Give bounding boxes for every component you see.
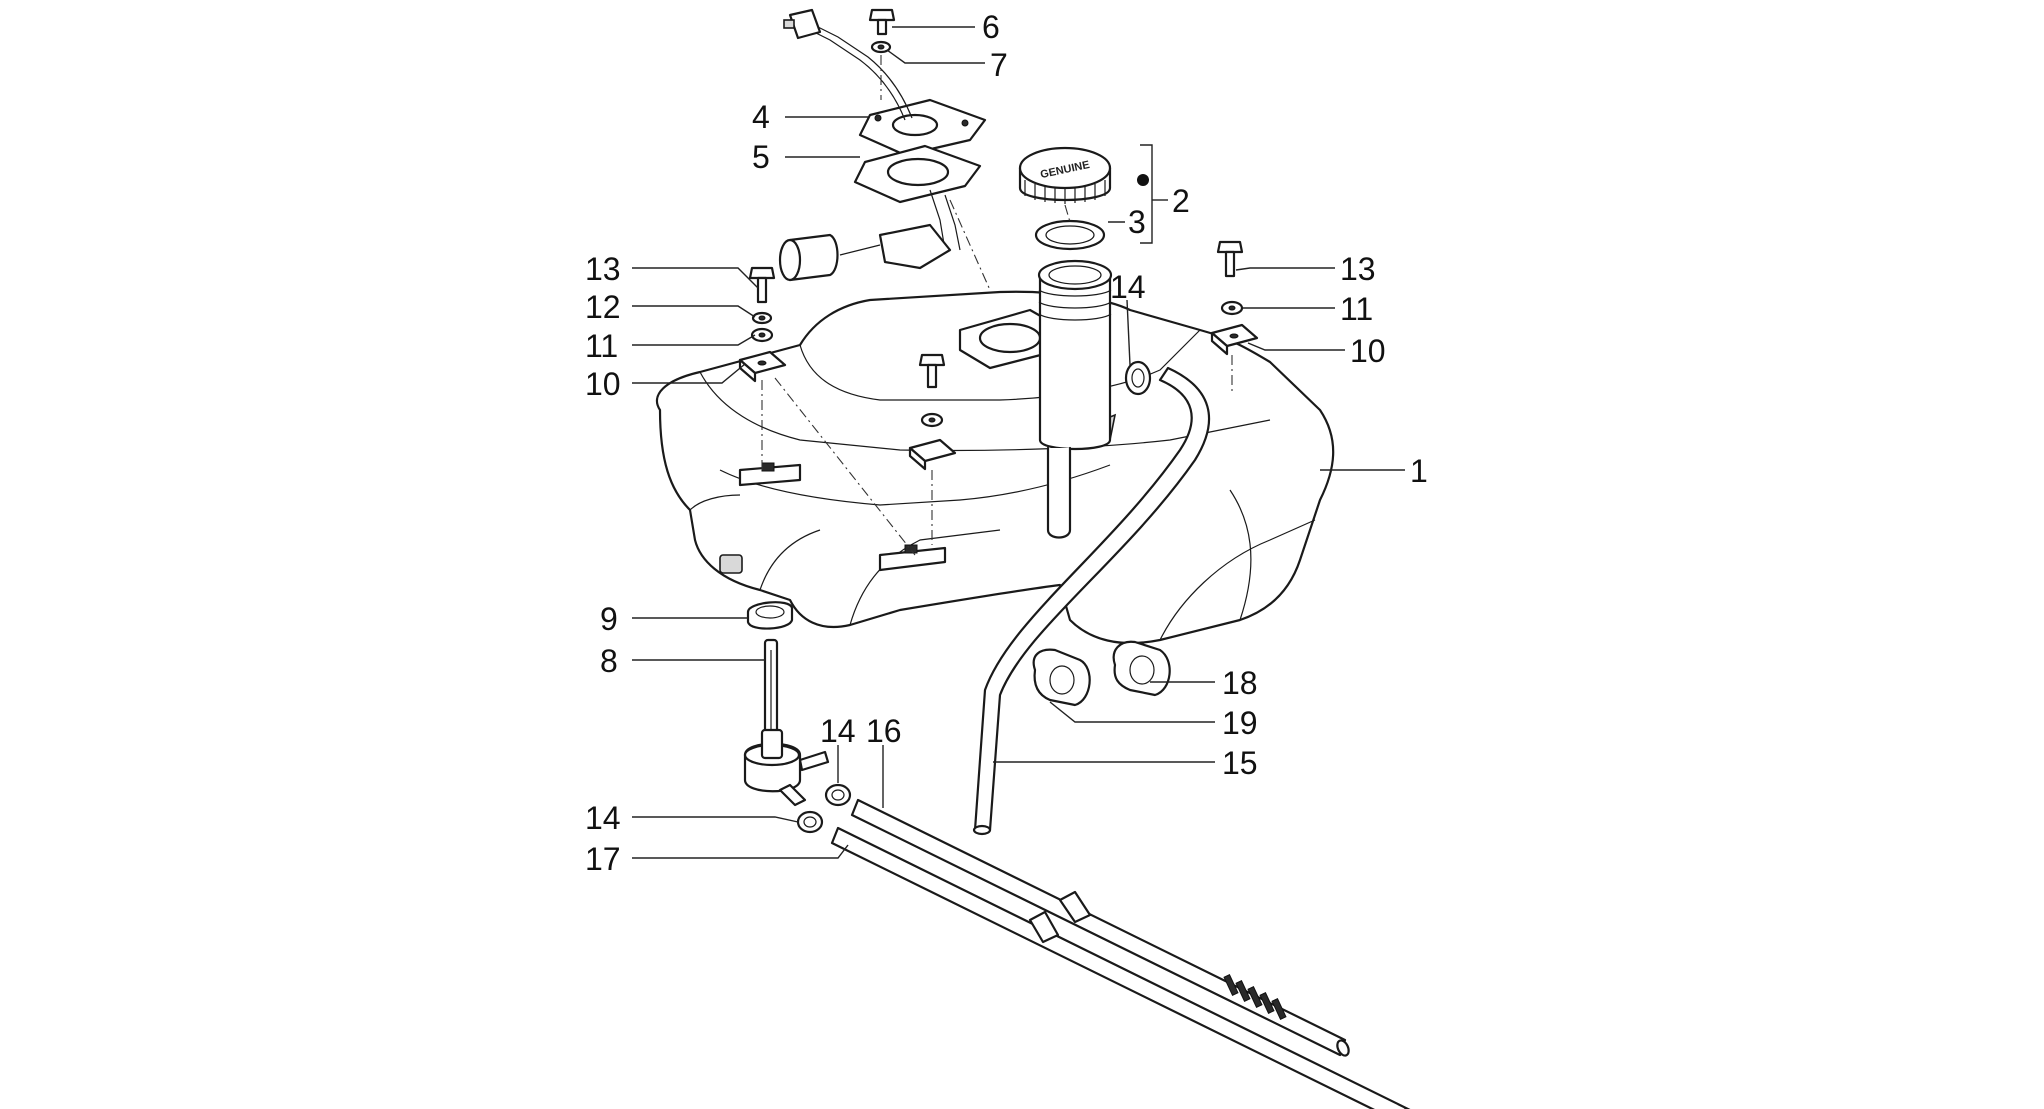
callout-2: 2	[1172, 183, 1190, 219]
callout-15: 15	[1222, 745, 1258, 781]
callout-11-left: 11	[585, 328, 618, 364]
screw-13-right	[1216, 240, 1244, 278]
wire-harness	[783, 8, 913, 121]
screw-6	[868, 8, 896, 36]
callout-6: 6	[982, 9, 1000, 45]
callout-5: 5	[752, 139, 770, 175]
indicator-dot	[1137, 174, 1149, 186]
washer-7	[870, 40, 892, 54]
fuel-tap-8	[743, 638, 830, 807]
fuel-pump-assembly	[778, 189, 961, 282]
callout-11-right: 11	[1340, 291, 1373, 327]
screw-center	[908, 353, 957, 471]
callout-4: 4	[752, 99, 770, 135]
hose-clamp-14-mid	[824, 783, 852, 807]
fuel-pump-flange	[858, 98, 987, 157]
callout-labels: 1 2 3 4 5 6 7 8 9 10 10 11 11 12 13 13 1…	[585, 9, 1428, 877]
filler-neck	[1037, 259, 1113, 539]
washer-11-right	[1220, 300, 1244, 316]
fuel-pump-gasket	[853, 144, 982, 204]
callout-19: 19	[1222, 705, 1258, 741]
assembly-axis-lines	[761, 55, 1233, 556]
callout-10-right: 10	[1350, 333, 1386, 369]
callout-8: 8	[600, 643, 618, 679]
clamp-18	[1112, 640, 1171, 697]
fuel-hose-17	[830, 826, 1415, 1109]
callout-9: 9	[600, 601, 618, 637]
fuel-cap: GENUINE	[1018, 146, 1112, 204]
callout-14-upper: 14	[1110, 269, 1146, 305]
clip-nut-10-right	[1210, 323, 1259, 356]
callout-7: 7	[990, 47, 1008, 83]
callout-3: 3	[1128, 204, 1146, 240]
callout-17: 17	[585, 841, 621, 877]
callout-14-lower: 14	[585, 800, 621, 836]
callout-10-left: 10	[585, 366, 621, 402]
washer-11-left	[750, 327, 774, 343]
screw-13-left	[748, 266, 776, 304]
callout-16: 16	[866, 713, 902, 749]
callout-18: 18	[1222, 665, 1258, 701]
hose-16-grip	[1223, 974, 1287, 1020]
hose-clamp-14-upper	[1124, 360, 1152, 396]
callout-13-left: 13	[585, 251, 621, 287]
callout-14-mid: 14	[820, 713, 856, 749]
clamp-19	[1032, 648, 1091, 707]
callout-12: 12	[585, 289, 621, 325]
callout-1: 1	[1410, 453, 1428, 489]
leader-lines	[632, 26, 1405, 859]
washer-12	[751, 311, 773, 325]
cap-gasket	[1034, 219, 1106, 251]
vent-hose	[972, 366, 1210, 836]
fuel-tap-clamp-9	[746, 601, 794, 630]
hose-clamp-14-lower	[796, 810, 824, 834]
fuel-hose-16	[850, 798, 1350, 1057]
callout-bracket-2-3	[1137, 144, 1168, 244]
clip-nut-10-left	[738, 350, 787, 383]
callout-13-right: 13	[1340, 251, 1376, 287]
